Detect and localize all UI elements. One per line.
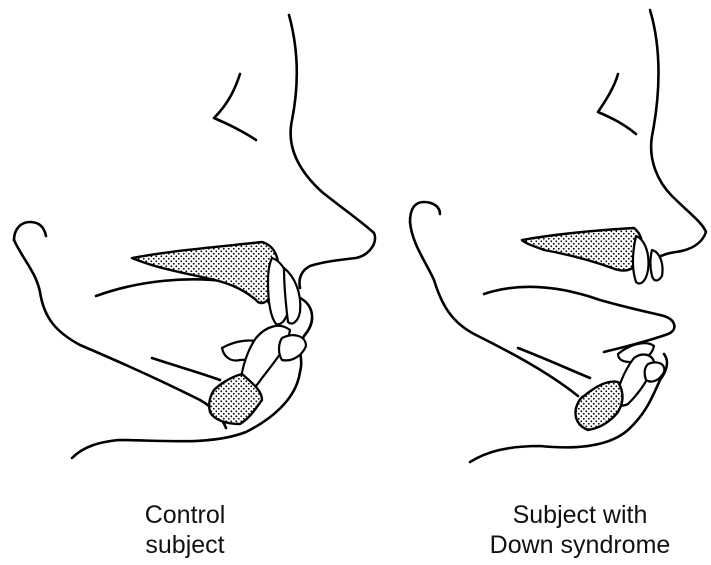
control-caption: Control subject — [100, 500, 270, 560]
ds-eye — [598, 74, 636, 134]
control-maxilla — [132, 242, 278, 303]
control-upper-tooth-back — [284, 268, 300, 324]
control-tongue-line — [152, 358, 220, 380]
control-eye — [214, 74, 256, 140]
ds-upper-incisor — [633, 236, 649, 284]
ds-ear — [410, 202, 440, 222]
down-syndrome-caption-line-1: Subject with — [455, 500, 705, 530]
down-syndrome-caption-line-2: Down syndrome — [455, 530, 705, 560]
control-caption-line-2: subject — [100, 530, 270, 560]
ds-face-profile — [650, 10, 706, 266]
ds-upper-tooth-front — [651, 250, 663, 281]
down-syndrome-caption: Subject with Down syndrome — [455, 500, 705, 560]
ds-maxilla — [522, 228, 642, 270]
control-caption-line-1: Control — [100, 500, 270, 530]
control-face-profile — [289, 15, 375, 288]
down-syndrome-profile — [410, 10, 706, 462]
ds-mandible-bone — [576, 382, 623, 430]
control-ear — [14, 222, 46, 240]
control-profile — [14, 15, 375, 458]
